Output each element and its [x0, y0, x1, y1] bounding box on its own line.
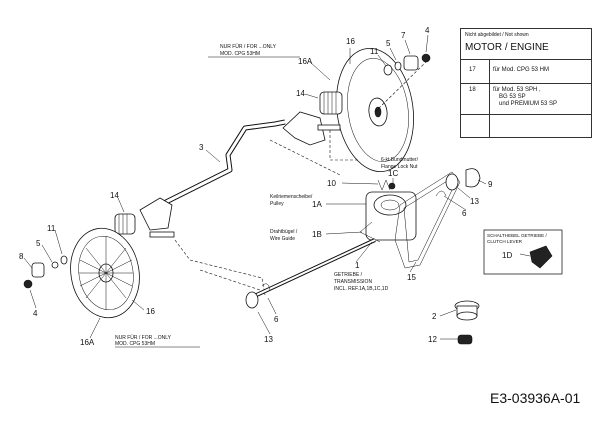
table-row-text: für Mod. 53 SPH , — [493, 87, 541, 93]
screw-4-left — [23, 279, 33, 289]
wheel-bracket-left — [139, 197, 173, 231]
callout-14-top: 14 — [296, 89, 305, 98]
callout-16A-left: 16A — [80, 338, 95, 347]
pawl-7 — [403, 55, 419, 71]
collar-13-bottom — [245, 291, 259, 309]
callout-2: 2 — [432, 312, 437, 321]
clip-6-top — [435, 190, 447, 197]
engine-reference-table: Nicht abgebildet / Not shown MOTOR / ENG… — [460, 28, 592, 138]
callout-1: 1 — [355, 261, 360, 270]
callout-1B: 1B — [312, 230, 322, 239]
callout-10: 10 — [327, 179, 336, 188]
trans-label-2: TRANSMISSION — [334, 279, 372, 285]
clip-9 — [465, 168, 481, 188]
note-bottom-line2: MOD. CPG 53HM — [115, 341, 155, 347]
callout-9: 9 — [488, 180, 493, 189]
clutch-lever-1D — [529, 245, 553, 269]
table-row-text: BG 53 SP — [499, 94, 526, 100]
pulley-1A — [373, 194, 407, 216]
callout-11-top: 11 — [370, 47, 379, 56]
washer-11-left — [60, 255, 68, 265]
top-wheel-inner — [347, 58, 409, 162]
callout-16-top: 16 — [346, 37, 355, 46]
callout-16-left: 16 — [146, 307, 155, 316]
nut-1C — [388, 182, 396, 190]
collar-13-top — [445, 173, 459, 191]
callout-11-left: 11 — [47, 224, 56, 233]
callout-1A: 1A — [312, 200, 322, 209]
callout-13-top: 13 — [470, 197, 479, 206]
gear-14-top — [319, 91, 343, 115]
callout-3: 3 — [199, 143, 204, 152]
bushing-2 — [454, 300, 480, 321]
callout-7: 7 — [401, 31, 406, 40]
washer-5-top — [394, 61, 402, 71]
callout-1C: 1C — [388, 169, 398, 178]
pulley-label-1: Keilriemenscheibe/ — [270, 194, 313, 200]
callout-14-left: 14 — [110, 191, 119, 200]
pawl-8 — [31, 262, 45, 278]
callout-5-top: 5 — [386, 39, 391, 48]
table-row-text: und PREMIUM 53 SP — [499, 101, 558, 107]
nut-label-1: 6-kt.Bundmutter/ — [381, 157, 419, 163]
transmission-1 — [249, 179, 417, 300]
callout-4-left: 4 — [33, 309, 38, 318]
washer-5-left — [51, 261, 59, 269]
note-bottom-line1: NUR FÜR / FOR ...ONLY — [115, 334, 172, 341]
washer-11-top — [383, 64, 393, 76]
top-wheel-assembly — [282, 47, 431, 173]
gear-14-left — [114, 213, 136, 235]
callout-5-left: 5 — [36, 239, 41, 248]
note-top-line2: MOD. CPG 53HM — [220, 51, 260, 57]
left-wheel-assembly — [23, 227, 140, 319]
callout-12: 12 — [428, 335, 437, 344]
callout-6-bottom: 6 — [274, 315, 279, 324]
nut-label-2: Flange Lock Nut — [381, 164, 418, 170]
lever-label-1: SCHALTHEBEL GETRIEBE / — [487, 233, 547, 238]
text-notes: NUR FÜR / FOR ...ONLY MOD. CPG 53HM NUR … — [115, 43, 547, 347]
screw-4-top — [421, 53, 431, 63]
callout-16A-top: 16A — [298, 57, 313, 66]
callouts: 16 16A 14 11 5 7 4 3 14 11 5 8 4 16A 16 … — [19, 26, 512, 347]
trans-label-1: GETRIEBE / — [334, 272, 363, 278]
callout-1D: 1D — [502, 251, 512, 260]
lever-label-2: CLUTCH LEVER — [487, 239, 523, 244]
table-row-num: 17 — [469, 67, 476, 73]
callout-8: 8 — [19, 252, 24, 261]
callout-6-top: 6 — [462, 209, 467, 218]
note-top-line1: NUR FÜR / FOR ...ONLY — [220, 43, 277, 50]
callout-4-top: 4 — [425, 26, 430, 35]
clip-6-bottom — [261, 283, 271, 291]
wire-label-2: Wire Guide — [270, 236, 295, 242]
table-header: Nicht abgebildet / Not shown — [465, 32, 529, 38]
trans-label-3: INCL. REF.1A,1B,1C,1D — [334, 286, 389, 292]
table-row-text: für Mod. CPG 53 HM — [493, 67, 550, 73]
belt-15 — [394, 171, 461, 269]
callout-13-bottom: 13 — [264, 335, 273, 344]
drawing-code: E3-03936A-01 — [490, 390, 581, 406]
callout-15: 15 — [407, 273, 416, 282]
shaft-left — [149, 231, 175, 238]
leader-lines — [23, 34, 531, 348]
wheel-bracket-top — [282, 111, 326, 146]
table-title: MOTOR / ENGINE — [465, 42, 549, 53]
spring-10 — [377, 179, 391, 191]
knob-12 — [457, 334, 473, 345]
wire-label-1: Drahtbügel / — [270, 229, 298, 235]
shaft-top — [317, 124, 341, 131]
table-row-num: 18 — [469, 87, 476, 93]
pulley-label-2: Pulley — [270, 201, 284, 207]
top-wheel-hub-hole — [374, 106, 382, 118]
drive-axle-3 — [148, 119, 286, 213]
